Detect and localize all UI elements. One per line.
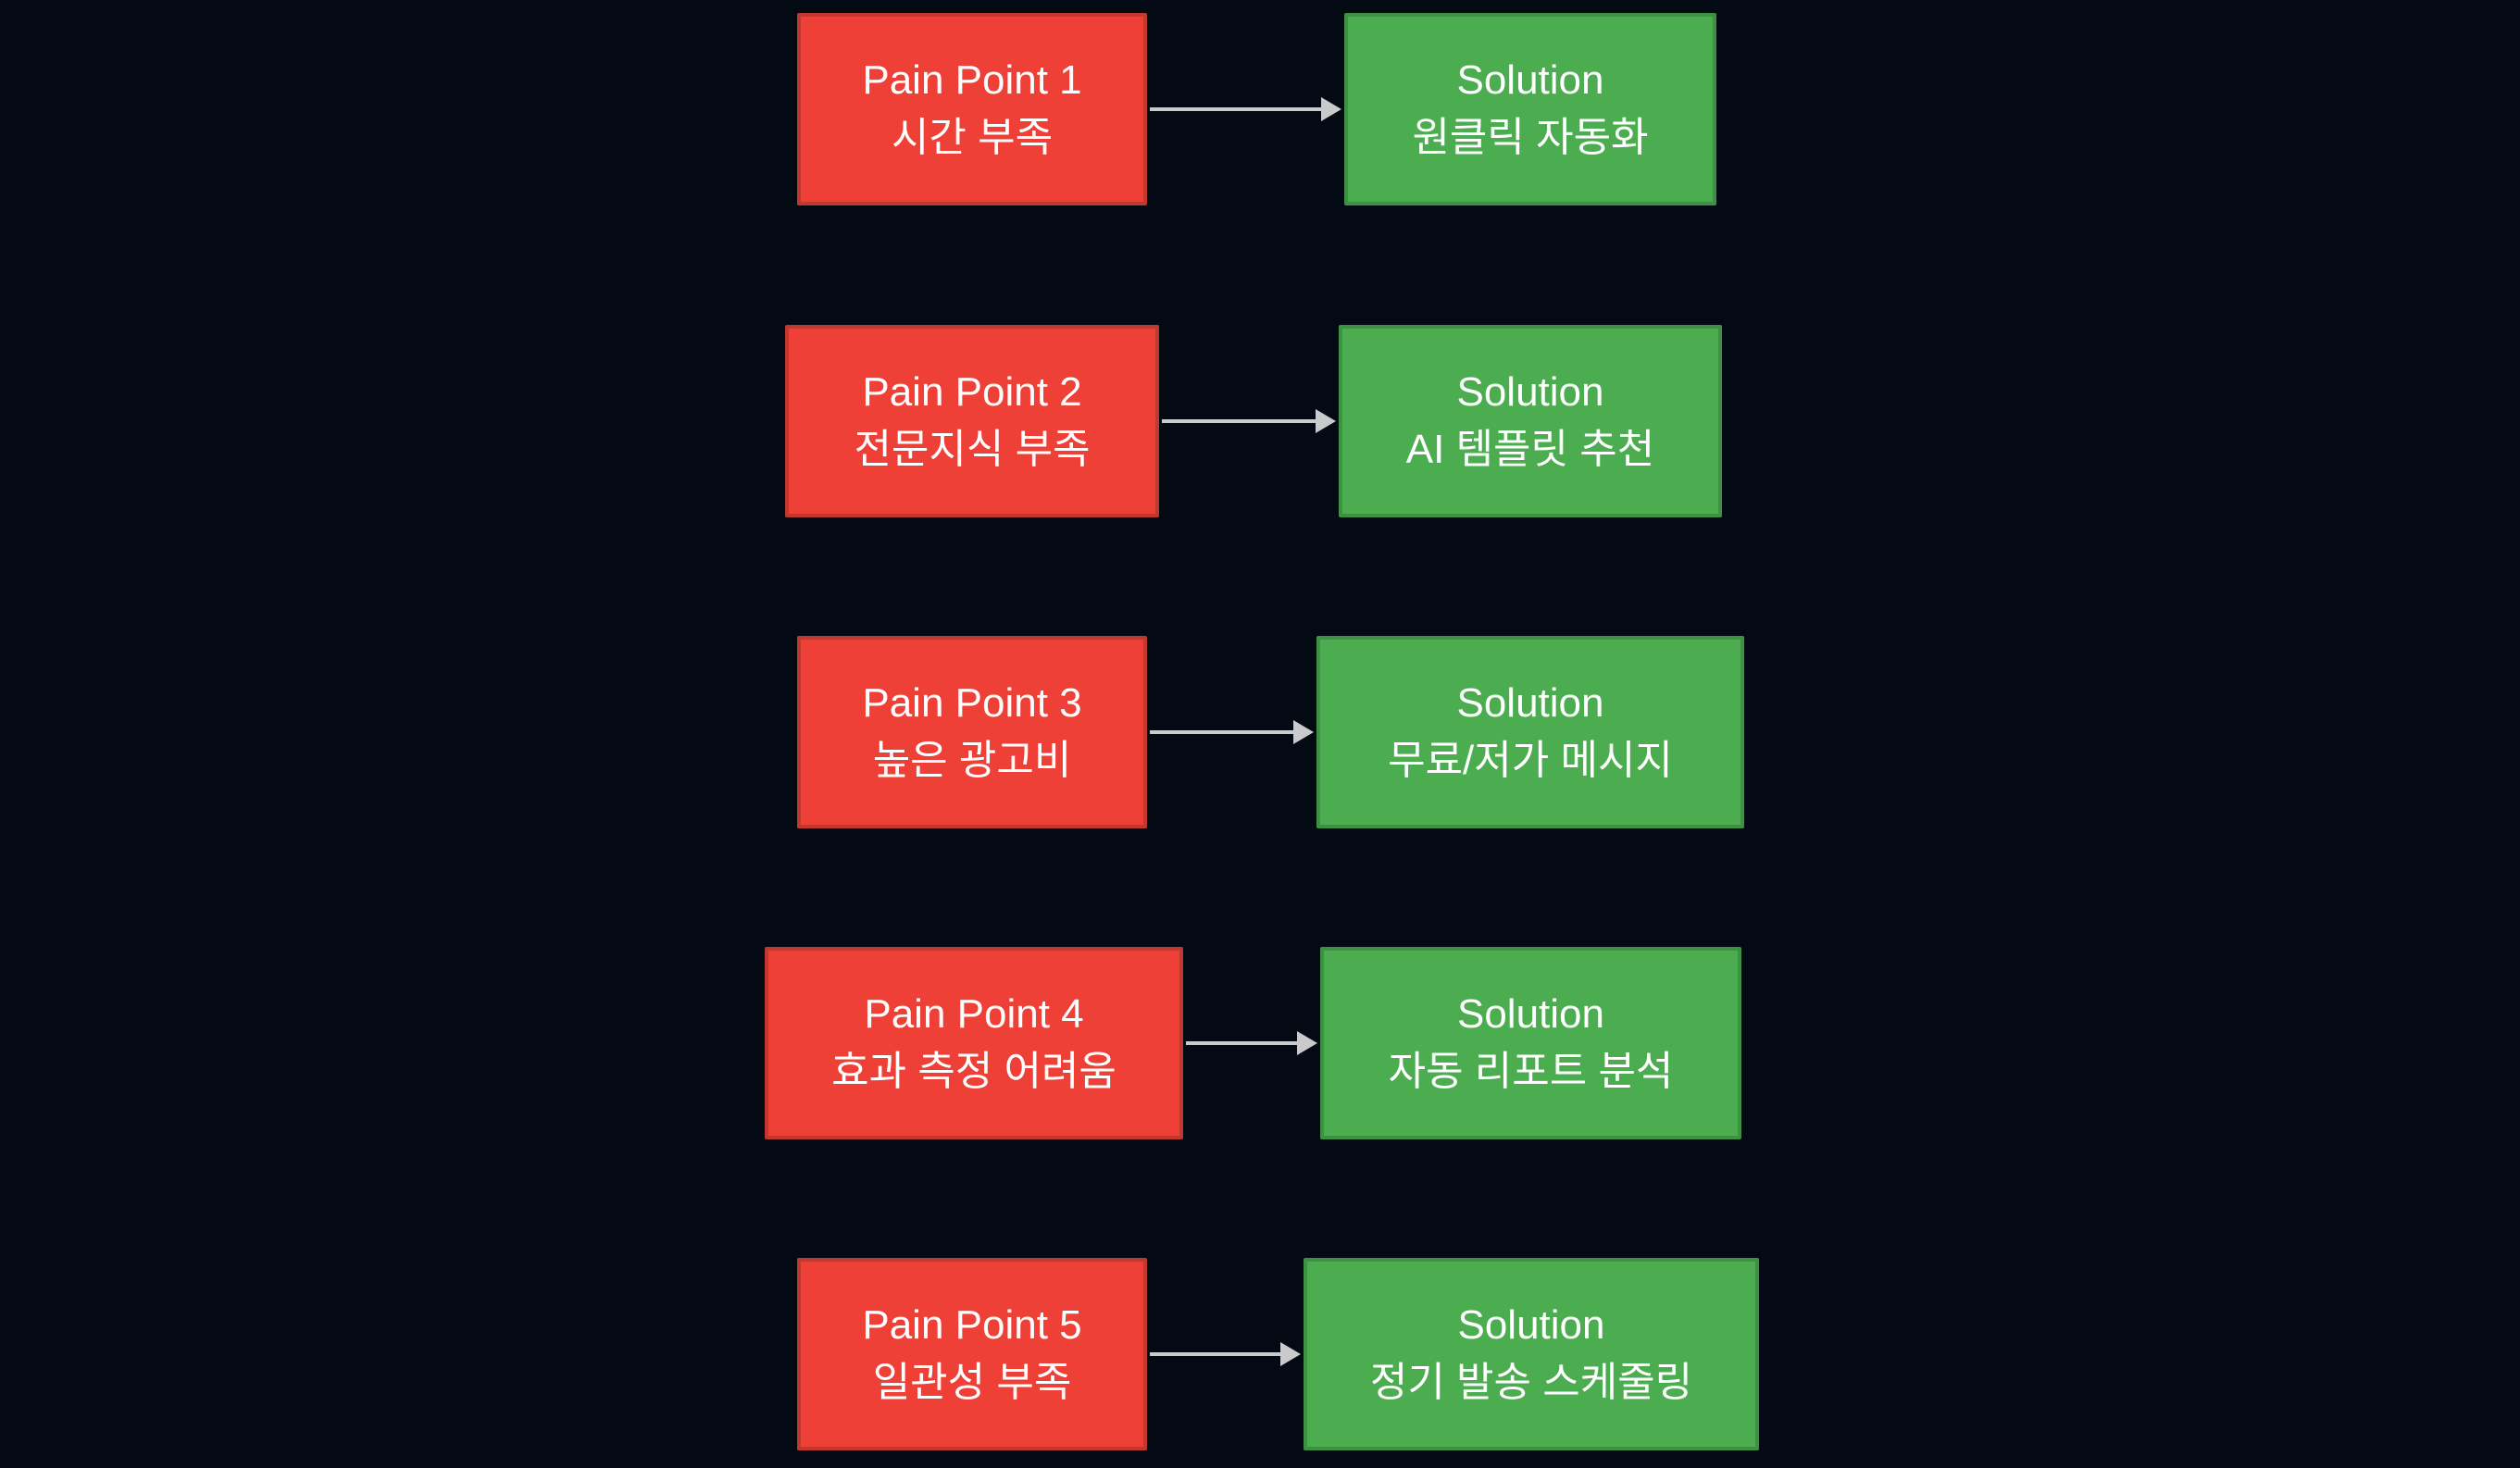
- solution-label: 정기 발송 스케줄링: [1369, 1360, 1693, 1405]
- pain-point-title: Pain Point 3: [862, 680, 1082, 726]
- solution-box: Solution 자동 리포트 분석: [1320, 947, 1741, 1139]
- pain-point-label: 일관성 부족: [872, 1360, 1072, 1405]
- arrow-head-icon: [1280, 1342, 1301, 1366]
- pain-point-label: 시간 부족: [891, 115, 1054, 160]
- solution-box: Solution 원클릭 자동화: [1344, 13, 1716, 205]
- pain-point-title: Pain Point 1: [862, 57, 1082, 103]
- solution-label: 자동 리포트 분석: [1388, 1049, 1674, 1094]
- pain-point-label: 전문지식 부족: [854, 427, 1091, 472]
- arrow-line: [1150, 1352, 1280, 1356]
- diagram-row-4: Pain Point 4 효과 측정 어려움 Solution 자동 리포트 분…: [0, 947, 2520, 1139]
- arrow-line: [1150, 107, 1321, 111]
- diagram-row-2: Pain Point 2 전문지식 부족 Solution AI 템플릿 추천: [0, 325, 2520, 517]
- arrow-head-icon: [1316, 409, 1336, 433]
- pain-point-title: Pain Point 5: [862, 1302, 1082, 1348]
- solution-title: Solution: [1457, 1302, 1605, 1348]
- pain-point-box: Pain Point 5 일관성 부족: [797, 1258, 1147, 1450]
- arrow-line: [1162, 419, 1316, 423]
- pain-point-box: Pain Point 1 시간 부족: [797, 13, 1147, 205]
- solution-box: Solution 무료/저가 메시지: [1316, 636, 1744, 828]
- solution-box: Solution 정기 발송 스케줄링: [1304, 1258, 1759, 1450]
- pain-point-box: Pain Point 4 효과 측정 어려움: [765, 947, 1183, 1139]
- solution-title: Solution: [1456, 991, 1604, 1037]
- solution-title: Solution: [1456, 369, 1604, 415]
- arrow-line: [1186, 1041, 1297, 1045]
- diagram-row-1: Pain Point 1 시간 부족 Solution 원클릭 자동화: [0, 13, 2520, 205]
- pain-point-box: Pain Point 3 높은 광고비: [797, 636, 1147, 828]
- diagram-row-3: Pain Point 3 높은 광고비 Solution 무료/저가 메시지: [0, 636, 2520, 828]
- arrow-head-icon: [1293, 720, 1314, 744]
- arrow-head-icon: [1297, 1031, 1317, 1055]
- solution-label: 원클릭 자동화: [1412, 115, 1649, 160]
- arrow-line: [1150, 730, 1293, 734]
- diagram-row-5: Pain Point 5 일관성 부족 Solution 정기 발송 스케줄링: [0, 1258, 2520, 1450]
- pain-point-title: Pain Point 4: [864, 991, 1084, 1037]
- pain-point-box: Pain Point 2 전문지식 부족: [785, 325, 1159, 517]
- solution-title: Solution: [1456, 57, 1604, 103]
- pain-point-label: 높은 광고비: [872, 738, 1072, 783]
- solution-title: Solution: [1456, 680, 1604, 726]
- arrow-head-icon: [1321, 97, 1341, 121]
- solution-label: 무료/저가 메시지: [1388, 738, 1673, 783]
- solution-box: Solution AI 템플릿 추천: [1339, 325, 1722, 517]
- pain-point-label: 효과 측정 어려움: [831, 1049, 1117, 1094]
- pain-point-title: Pain Point 2: [862, 369, 1082, 415]
- solution-label: AI 템플릿 추천: [1405, 427, 1655, 472]
